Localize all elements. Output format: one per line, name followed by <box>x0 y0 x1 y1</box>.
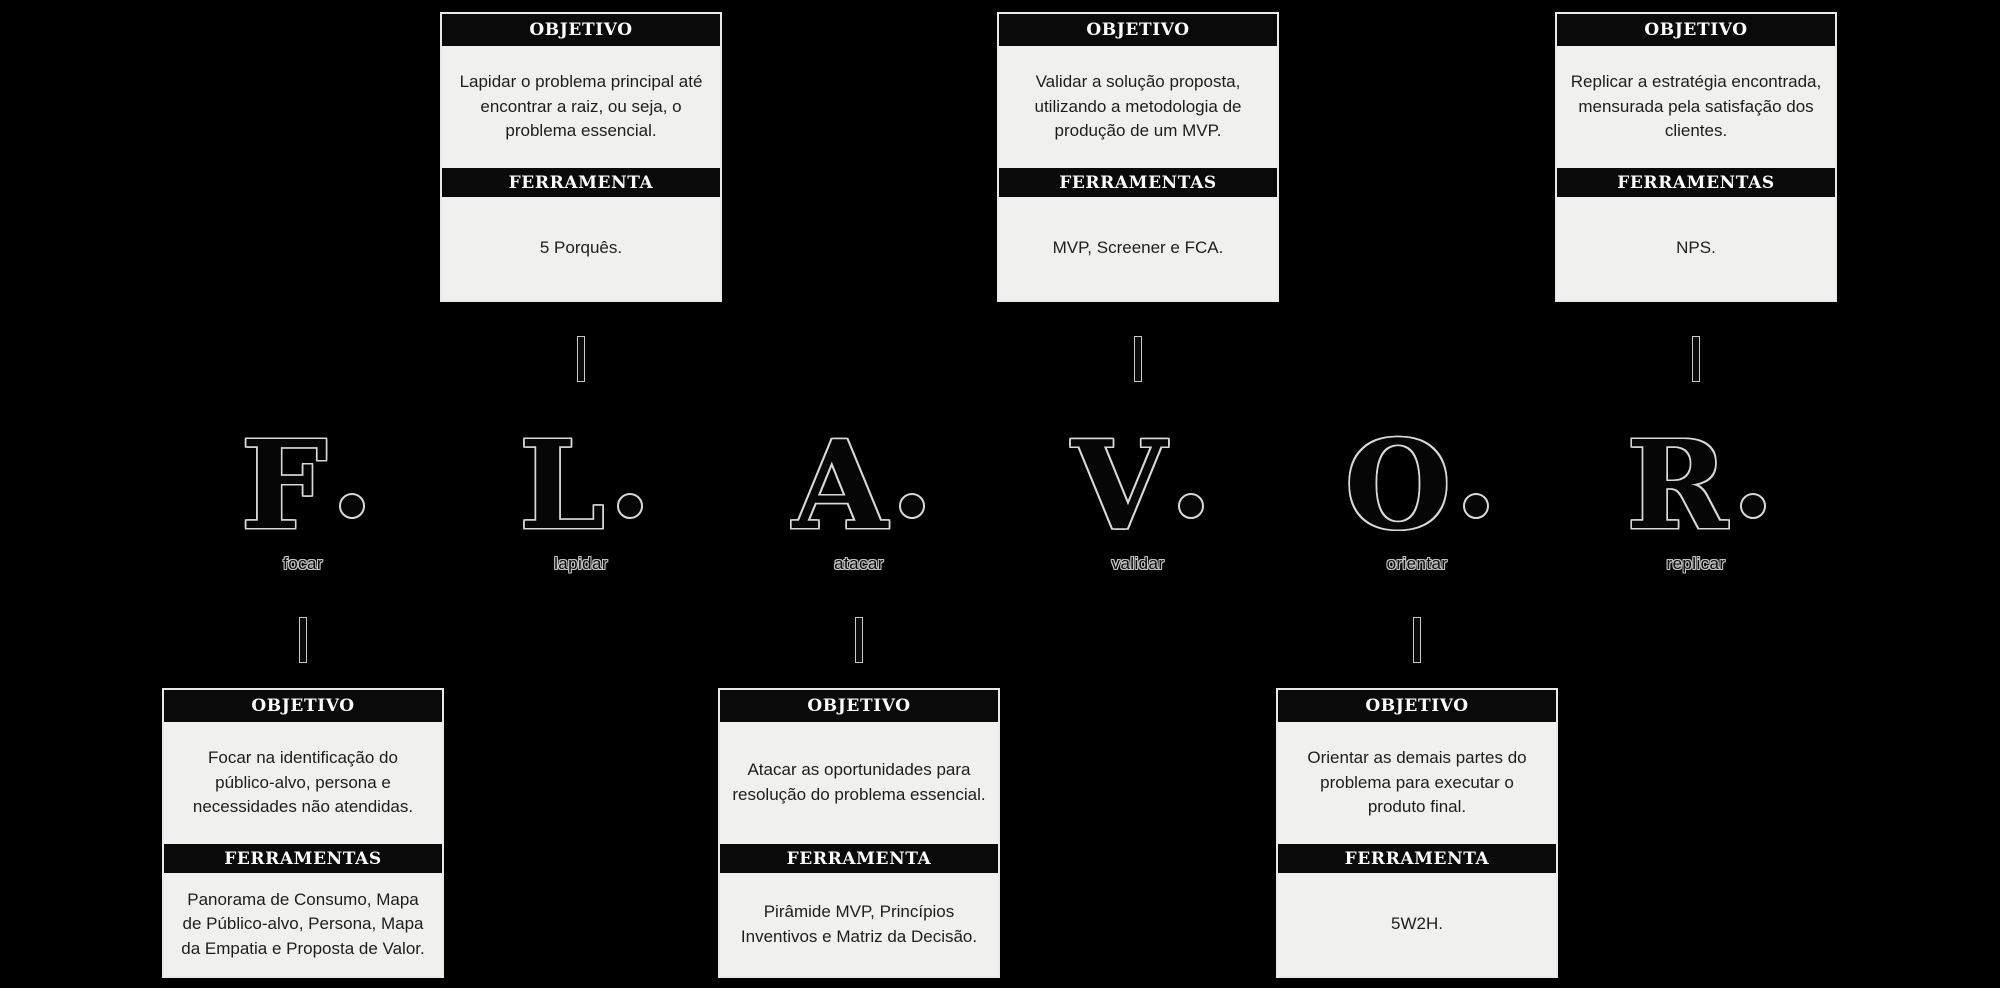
letter-word: focar <box>283 554 323 573</box>
connector-line <box>1692 336 1700 382</box>
orientar-info-box: OBJETIVO Orientar as demais partes do pr… <box>1276 688 1558 978</box>
letter-period-dot <box>899 493 926 519</box>
letter-glyph: O <box>1344 413 1452 557</box>
objetivo-text: Replicar a estratégia encontrada, mensur… <box>1557 46 1835 168</box>
connector-line <box>299 617 307 663</box>
ferramenta-header: FERRAMENTA <box>1278 844 1556 873</box>
letter-glyph: R <box>1626 413 1728 557</box>
letter-word: validar <box>1111 554 1165 573</box>
validar-info-box: OBJETIVO Validar a solução proposta, uti… <box>997 12 1279 302</box>
objetivo-text: Validar a solução proposta, utilizando a… <box>999 46 1277 168</box>
ferramenta-text: MVP, Screener e FCA. <box>999 197 1277 300</box>
focar-info-box: OBJETIVO Focar na identificação do públi… <box>162 688 444 978</box>
letter-glyph: L <box>519 413 605 557</box>
letter-period-dot <box>1739 493 1766 519</box>
atacar-info-box: OBJETIVO Atacar as oportunidades para re… <box>718 688 1000 978</box>
letter-period-dot <box>339 493 366 519</box>
replicar-info-box: OBJETIVO Replicar a estratégia encontrad… <box>1555 12 1837 302</box>
letter-v: V <box>1023 420 1253 546</box>
letter-l: L <box>466 420 696 546</box>
objetivo-text: Orientar as demais partes do problema pa… <box>1278 722 1556 844</box>
objetivo-text: Atacar as oportunidades para resolução d… <box>720 722 998 844</box>
letter-word: lapidar <box>554 554 608 573</box>
ferramenta-header: FERRAMENTAS <box>164 844 442 873</box>
connector-line <box>577 336 585 382</box>
connector-line <box>1413 617 1421 663</box>
letter-o: O <box>1302 420 1532 546</box>
letter-word: orientar <box>1386 554 1448 573</box>
ferramenta-text: 5 Porquês. <box>442 197 720 300</box>
letter-f: F <box>188 420 418 546</box>
letter-a: A <box>744 420 974 546</box>
objetivo-header: OBJETIVO <box>1557 14 1835 46</box>
ferramenta-text: NPS. <box>1557 197 1835 300</box>
letter-word: atacar <box>834 554 884 573</box>
connector-line <box>855 617 863 663</box>
objetivo-header: OBJETIVO <box>720 690 998 722</box>
objetivo-header: OBJETIVO <box>999 14 1277 46</box>
ferramenta-header: FERRAMENTAS <box>999 168 1277 197</box>
ferramenta-header: FERRAMENTA <box>442 168 720 197</box>
objetivo-text: Focar na identificação do público-alvo, … <box>164 722 442 844</box>
objetivo-header: OBJETIVO <box>442 14 720 46</box>
letter-r: R <box>1581 420 1811 546</box>
ferramenta-text: Panorama de Consumo, Mapa de Público-alv… <box>164 873 442 976</box>
letter-period-dot <box>1178 493 1205 519</box>
connector-line <box>1134 336 1142 382</box>
ferramenta-header: FERRAMENTA <box>720 844 998 873</box>
letter-period-dot <box>1463 493 1490 519</box>
ferramenta-header: FERRAMENTAS <box>1557 168 1835 197</box>
ferramenta-text: 5W2H. <box>1278 873 1556 976</box>
objetivo-header: OBJETIVO <box>164 690 442 722</box>
objetivo-header: OBJETIVO <box>1278 690 1556 722</box>
objetivo-text: Lapidar o problema principal até encontr… <box>442 46 720 168</box>
letter-glyph: F <box>240 413 328 557</box>
letter-glyph: V <box>1071 413 1167 557</box>
ferramenta-text: Pirâmide MVP, Princípios Inventivos e Ma… <box>720 873 998 976</box>
letter-word: replicar <box>1666 554 1726 573</box>
letter-period-dot <box>616 493 643 519</box>
lapidar-info-box: OBJETIVO Lapidar o problema principal at… <box>440 12 722 302</box>
letter-glyph: A <box>792 413 888 557</box>
